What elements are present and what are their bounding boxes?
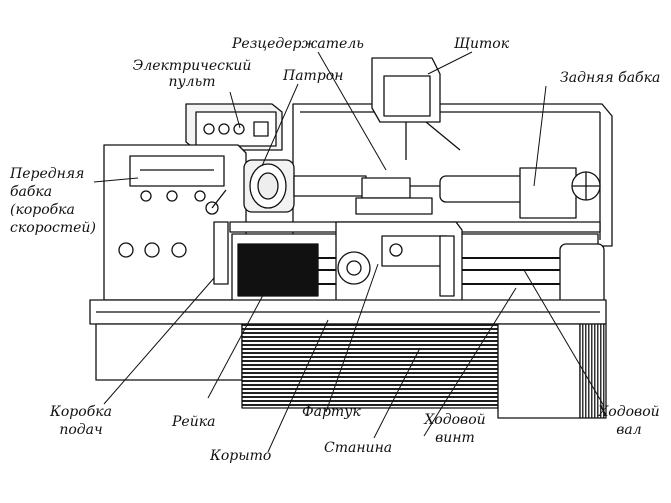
label-feed-box-line2: подач xyxy=(59,422,103,438)
label-tool-holder: Резцедержатель xyxy=(232,36,364,52)
label-feed-shaft-line1: Ходовой xyxy=(598,404,660,420)
label-rack: Рейка xyxy=(172,414,216,430)
label-headstock-line1: Передняя xyxy=(10,166,85,182)
left-pedestal xyxy=(95,323,243,381)
label-electric-panel-line2: пульт xyxy=(168,74,216,90)
label-headstock-line2: бабка xyxy=(10,184,53,200)
label-apron: Фартук xyxy=(302,404,361,420)
label-feed-box-line1: Коробка xyxy=(50,404,112,420)
label-electric-panel-line1: Электрический xyxy=(132,58,252,74)
label-headstock-line4: скоростей) xyxy=(10,220,96,236)
label-feed-shaft-line2: вал xyxy=(616,422,642,438)
label-shield: Щиток xyxy=(454,36,510,52)
tool-post xyxy=(355,177,440,215)
label-lead-screw-line1: Ходовой xyxy=(424,412,486,428)
bed-base xyxy=(241,323,499,409)
leader-lines xyxy=(93,51,605,453)
label-chip-pan: Корыто xyxy=(210,448,272,464)
feed-box-knobs xyxy=(118,221,229,285)
label-bed: Станина xyxy=(324,440,393,456)
label-tailstock: Задняя бабка xyxy=(560,70,661,86)
shield xyxy=(371,57,461,160)
electrical-panel xyxy=(185,103,283,151)
apron xyxy=(335,221,463,313)
tailstock xyxy=(439,167,601,219)
headstock xyxy=(103,144,247,301)
label-chuck: Патрон xyxy=(283,68,344,84)
label-headstock-line3: (коробка xyxy=(10,202,75,218)
label-lead-screw-line2: винт xyxy=(435,430,475,446)
chuck xyxy=(243,159,367,213)
right-pedestal xyxy=(497,323,607,419)
chip-pan xyxy=(89,299,607,325)
